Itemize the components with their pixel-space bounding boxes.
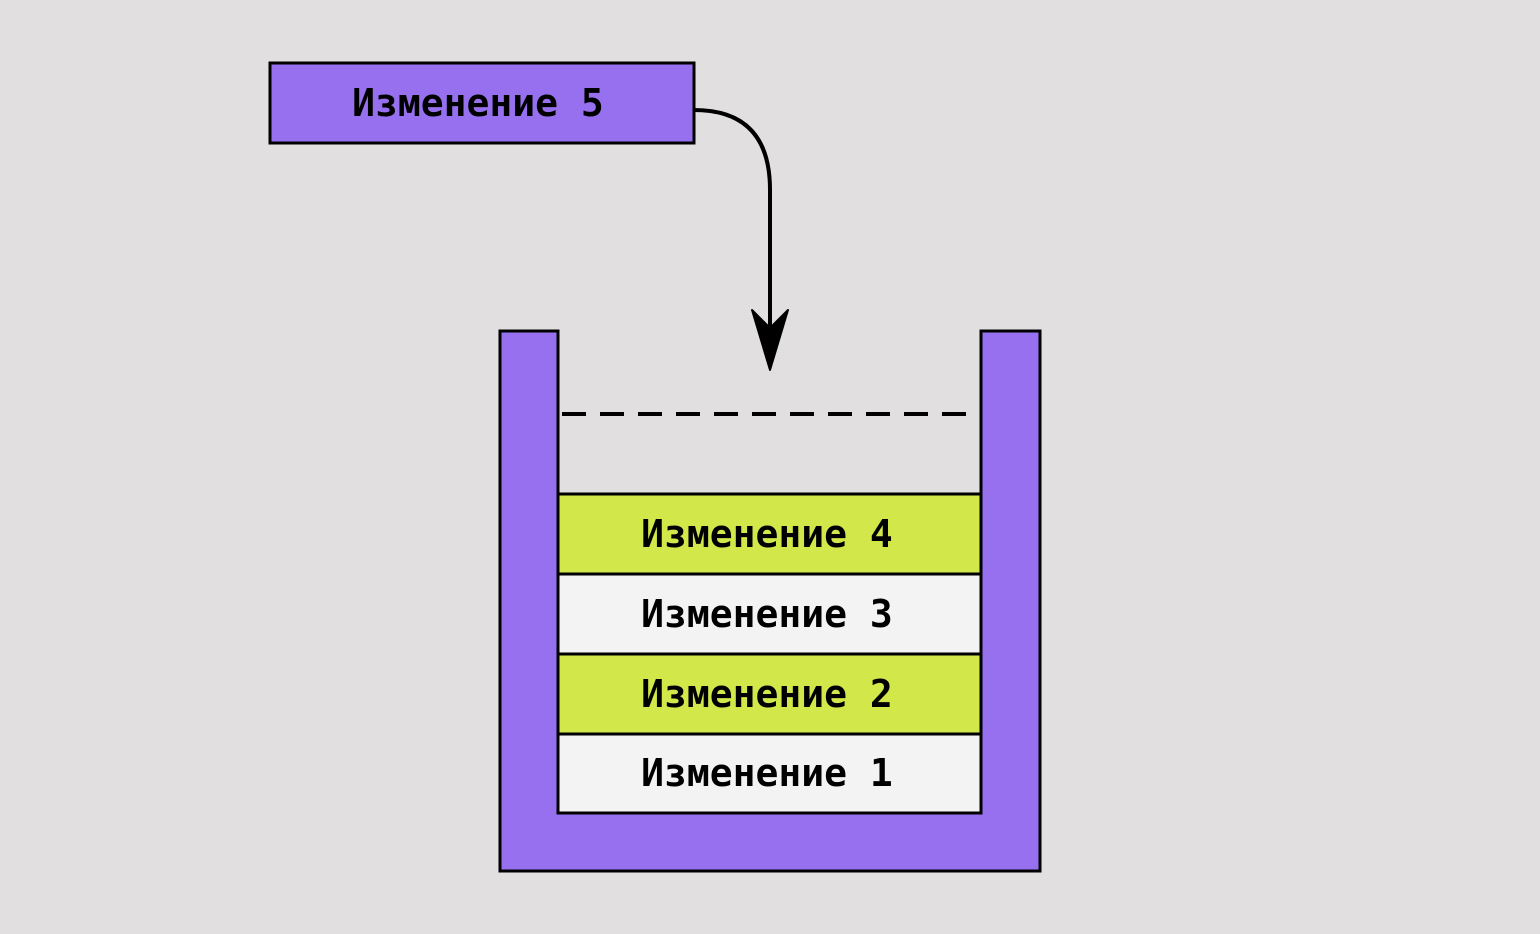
- incoming-change-label: Изменение 5: [352, 81, 604, 125]
- stack-container: [498, 329, 1042, 873]
- incoming-change-box: [268, 61, 696, 145]
- stack-item-box: [556, 572, 983, 656]
- push-arrow: [693, 108, 789, 371]
- incoming-change: Изменение 5: [268, 61, 696, 145]
- stack-items: Изменение 4 Изменение 3 Изменение 2 Изме…: [556, 492, 983, 815]
- push-arrow-line: [693, 108, 772, 330]
- stack-item: Изменение 4: [556, 492, 983, 576]
- stack-item-box: [556, 652, 983, 736]
- stack-item: Изменение 3: [556, 572, 983, 656]
- stack-item-box: [556, 732, 983, 815]
- stack-item-label: Изменение 1: [641, 751, 893, 795]
- stack-item: Изменение 1: [556, 732, 983, 815]
- push-arrow-head: [751, 309, 789, 371]
- stack-item-label: Изменение 3: [641, 592, 893, 636]
- stack-item-label: Изменение 2: [641, 672, 893, 716]
- stack-item: Изменение 2: [556, 652, 983, 736]
- stack-item-label: Изменение 4: [641, 512, 893, 556]
